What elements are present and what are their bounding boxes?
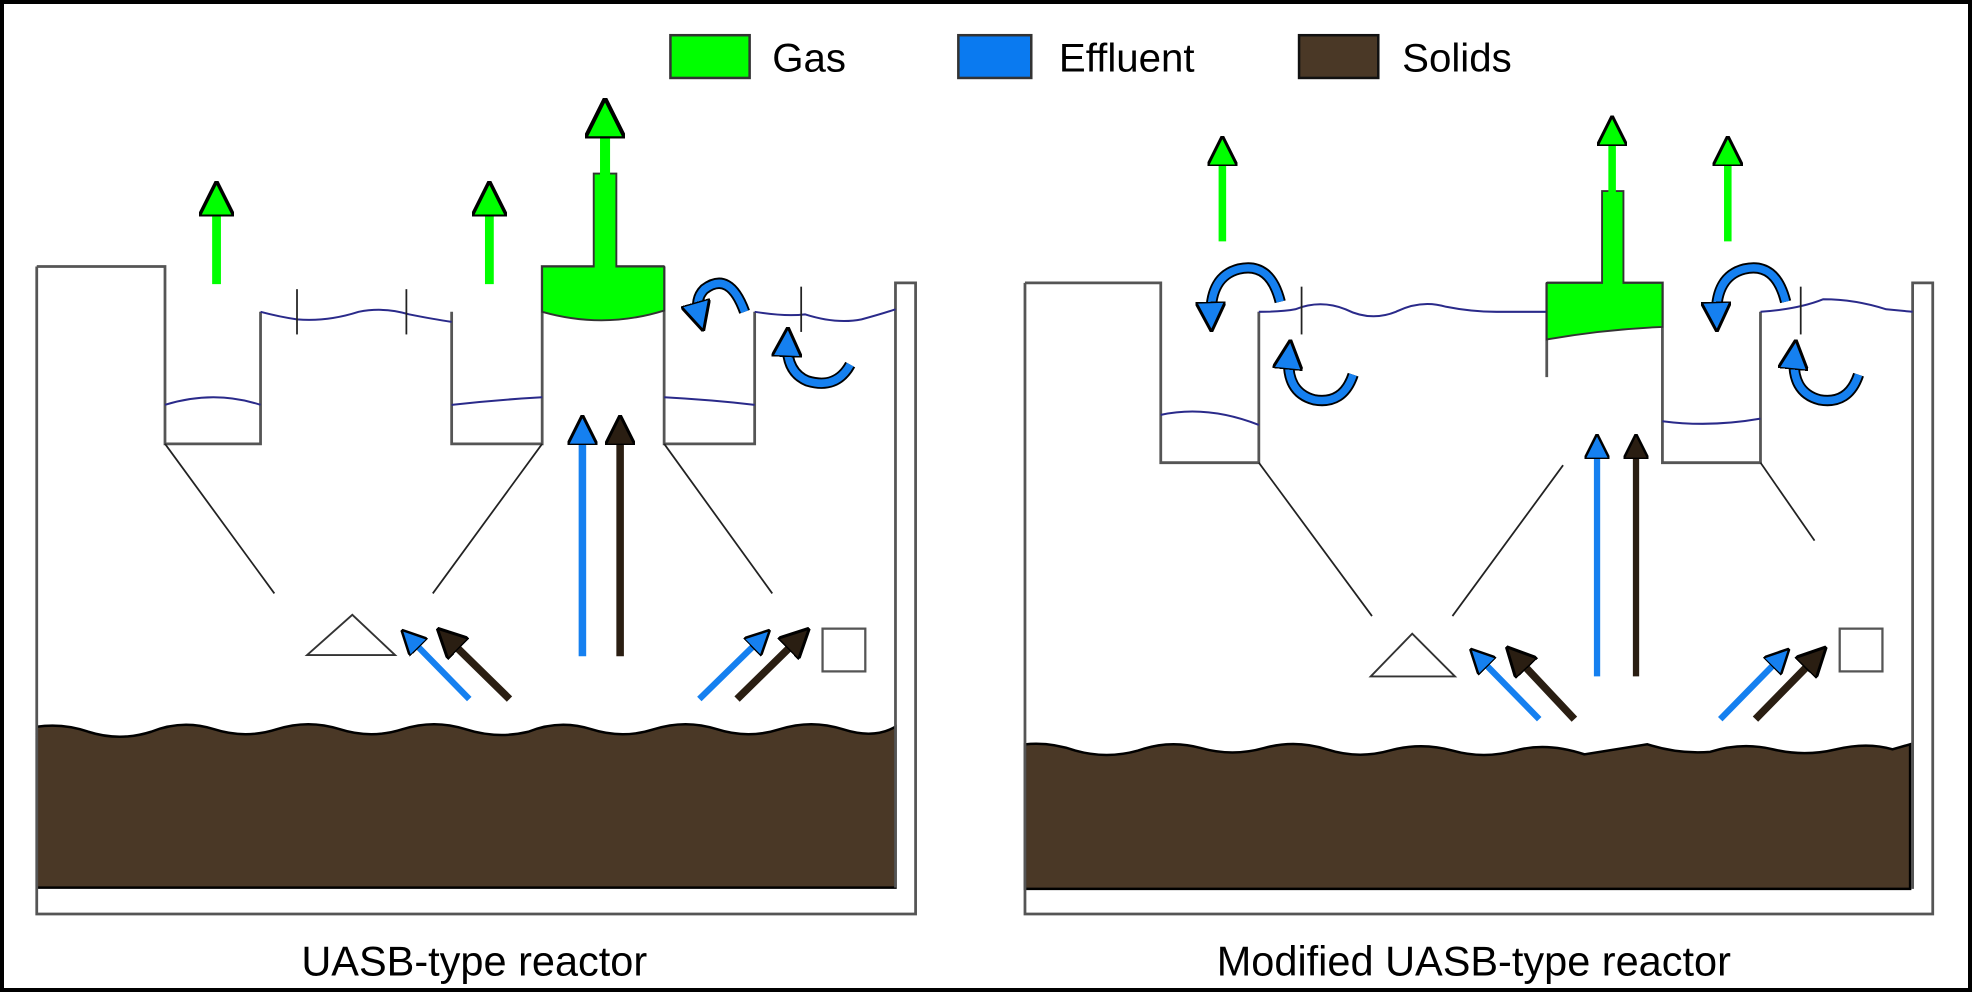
water-surface [1760,298,1913,313]
water-surface [260,308,452,323]
triangle-particle [304,613,398,656]
reactor-caption: Modified UASB-type reactor [1217,938,1731,985]
deflector [1759,462,1816,542]
water-surface [1662,417,1761,425]
water-surface [754,308,896,323]
legend-item-effluent: Effluent [957,33,1195,81]
effluent-arrow [1479,658,1542,722]
recirculation-arrows-right [1716,262,1864,407]
gas-collector [1545,190,1664,341]
water-surface [1160,410,1260,426]
deflector [1451,464,1564,617]
uasb-reactor: UASB-type reactor [35,118,917,985]
recirculation-arrows-left [1211,262,1359,407]
sludge-bed [1023,742,1912,891]
water-surface [164,396,261,406]
legend-label-gas: Gas [772,36,846,81]
square-particle [1838,627,1884,673]
solids-arrow [448,639,513,702]
recirculation-arrow [1716,264,1790,317]
effluent-arrow [1718,658,1780,722]
recirculation-arrow [787,342,854,387]
inlet-column [1024,281,1261,465]
water-surface [451,396,543,406]
settler-right [662,266,757,446]
triangle-particle [1368,632,1458,678]
deflector [432,443,543,594]
legend-label-solids: Solids [1402,36,1512,81]
recirculation-arrow [698,279,749,317]
tank-wall [35,266,917,916]
square-particle [821,627,867,673]
tank-wall [1023,281,1935,916]
gas-swatch [669,33,751,80]
deflector [1258,462,1373,617]
solids-arrow [734,639,799,702]
gas-collector [541,172,666,322]
recirculation-arrow [1289,355,1357,405]
recirculation-arrow [1211,264,1284,317]
recirculation-arrow [1794,355,1863,405]
legend-label-effluent: Effluent [1059,36,1195,81]
legend: Gas Effluent Solids [669,33,1512,81]
solids-arrow [1752,658,1815,722]
effluent-swatch [957,33,1033,80]
legend-item-gas: Gas [669,33,846,81]
inlet-column [36,265,262,446]
water-surface [664,396,755,406]
solids-arrow [1517,658,1578,722]
reactor-caption: UASB-type reactor [301,938,647,985]
water-surface [1258,302,1547,318]
solids-swatch [1297,33,1380,80]
deflector [663,443,773,594]
effluent-arrow [697,639,761,702]
sludge-bed [35,723,897,889]
effluent-arrow [410,639,472,702]
modified-uasb-reactor: Modified UASB-type reactor [1023,131,1935,985]
deflector [164,443,276,594]
legend-item-solids: Solids [1297,33,1512,81]
